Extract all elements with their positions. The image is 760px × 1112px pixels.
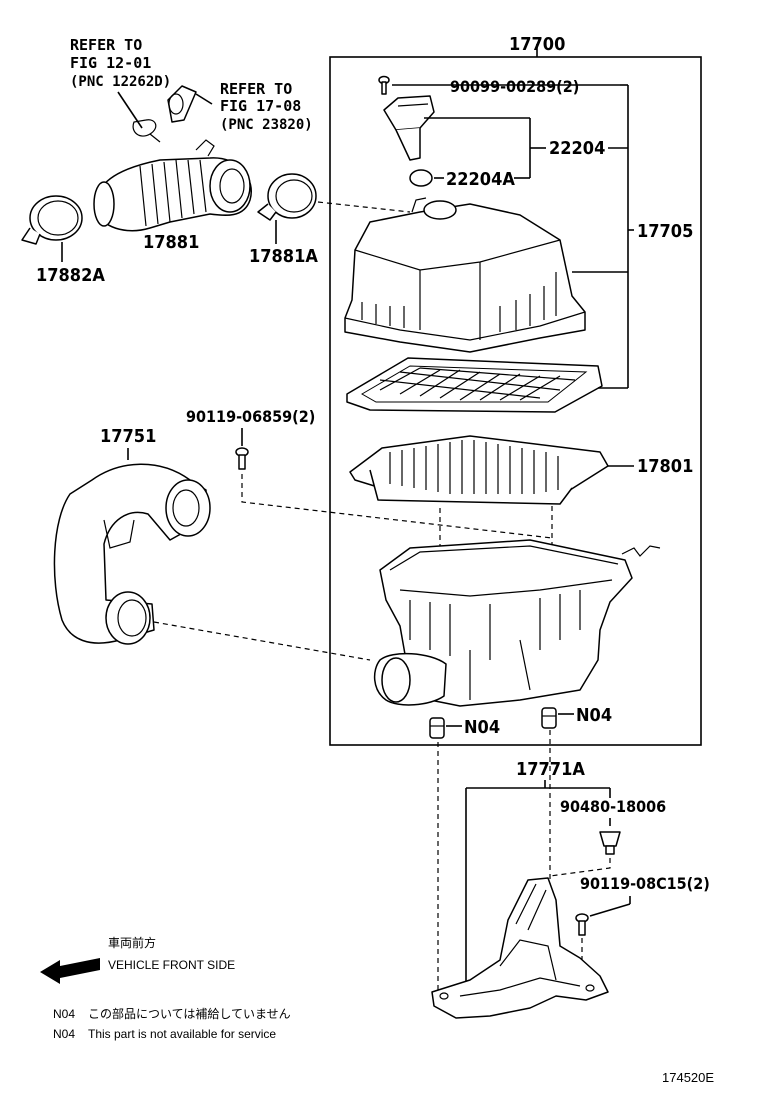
grommet-left-part xyxy=(429,717,445,739)
label-22204: 22204 xyxy=(549,138,605,159)
vehicle-front-jp: 車両前方 xyxy=(108,935,156,950)
label-17801: 17801 xyxy=(637,456,693,477)
label-17881A: 17881A xyxy=(249,246,318,267)
vehicle-front-en: VEHICLE FRONT SIDE xyxy=(108,958,235,972)
bracket-part xyxy=(431,877,609,1019)
inlet-tube-part xyxy=(53,463,211,645)
note-en-code: N04 xyxy=(53,1027,75,1041)
vehicle-front-arrow-icon xyxy=(40,958,100,984)
label-17705: 17705 xyxy=(637,221,693,242)
airflow-sensor-part xyxy=(383,95,435,161)
air-cleaner-cap-part xyxy=(344,197,586,353)
bolt-tube-part xyxy=(235,447,249,470)
label-n04-right: N04 xyxy=(576,705,612,726)
clamp-big-part xyxy=(21,195,83,245)
label-17882A: 17882A xyxy=(36,265,105,286)
refer2-line2: FIG 17-08 xyxy=(220,97,301,115)
filter-element-part xyxy=(349,435,609,505)
note-jp-text: この部品については補給していません xyxy=(88,1006,291,1021)
figure-id: 174520E xyxy=(662,1070,714,1085)
label-90119-08C15: 90119-08C15(2) xyxy=(580,874,710,893)
label-90099-00289: 90099-00289(2) xyxy=(450,77,579,96)
note-jp-code: N04 xyxy=(53,1007,75,1021)
clip-part xyxy=(599,831,621,855)
grommet-right-part xyxy=(541,707,557,729)
label-90480-18006: 90480-18006 xyxy=(560,797,666,816)
refer1-line2: FIG 12-01 xyxy=(70,54,151,72)
refer2-line1: REFER TO xyxy=(220,80,292,98)
label-17881: 17881 xyxy=(143,232,199,253)
air-cleaner-case-part xyxy=(373,539,661,707)
refer2-line3: (PNC 23820) xyxy=(220,117,313,133)
label-n04-left: N04 xyxy=(464,717,500,738)
oring-part xyxy=(409,169,433,187)
refer1-line3: (PNC 12262D) xyxy=(70,74,171,90)
refer1-line1: REFER TO xyxy=(70,36,142,54)
sensor-connector-part xyxy=(167,85,197,123)
filter-mesh-part xyxy=(346,357,603,413)
intake-hose-part xyxy=(93,139,252,232)
note-en-text: This part is not available for service xyxy=(88,1027,276,1041)
clamp-small-part xyxy=(257,173,317,221)
label-17700: 17700 xyxy=(509,34,565,55)
screw-sensor-part xyxy=(378,75,390,95)
label-22204A: 22204A xyxy=(446,169,515,190)
label-17751: 17751 xyxy=(100,426,156,447)
bolt-bracket-part xyxy=(575,913,589,936)
label-17771A: 17771A xyxy=(516,759,585,780)
tube-connector-part xyxy=(132,119,161,143)
assembly-frame xyxy=(329,56,702,746)
label-90119-06859: 90119-06859(2) xyxy=(186,407,315,426)
